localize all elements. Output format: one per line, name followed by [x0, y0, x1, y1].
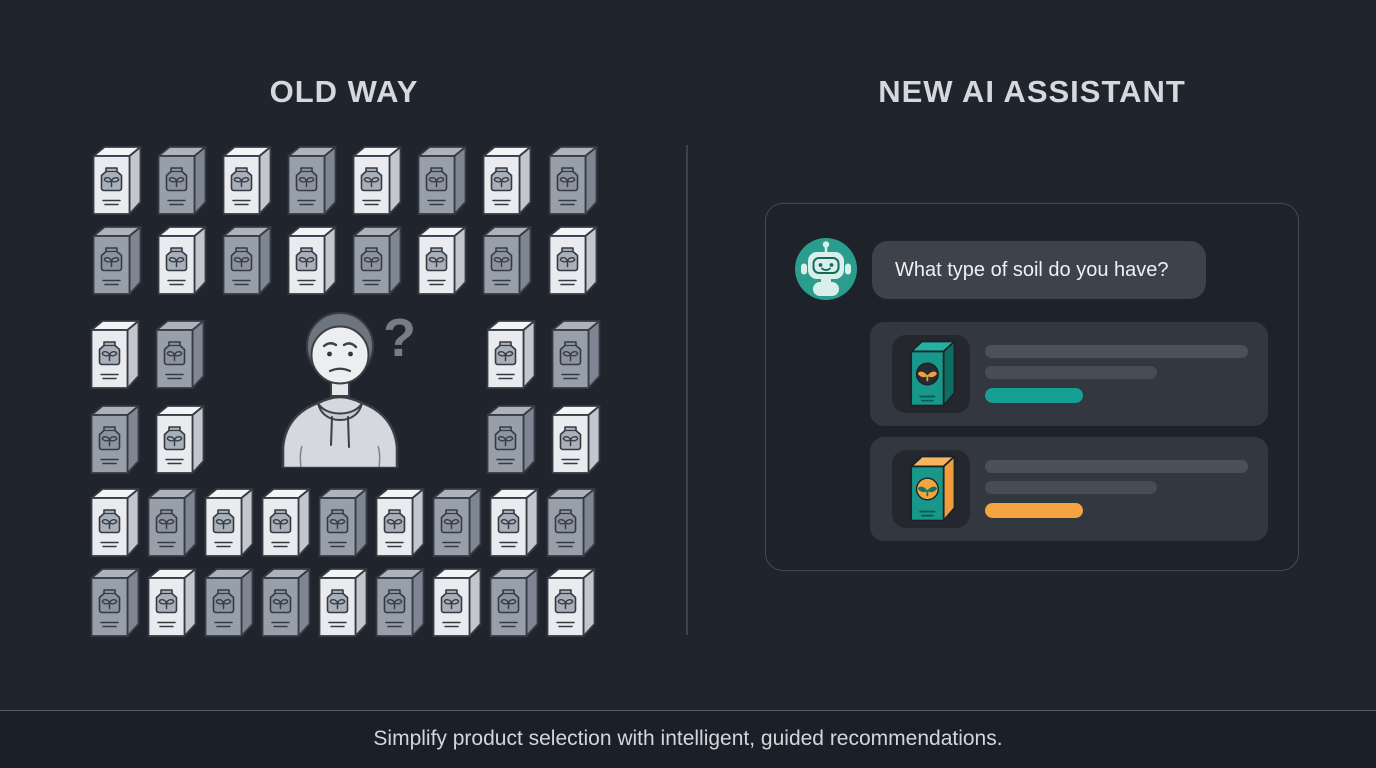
- question-mark: ?: [383, 308, 416, 368]
- vertical-divider: [686, 145, 688, 635]
- placeholder-line: [985, 366, 1157, 379]
- product-box-gray: [415, 144, 469, 218]
- placeholder-text-lines: [985, 345, 1248, 403]
- product-box-gray: [487, 566, 541, 640]
- product-box-gray: [546, 144, 600, 218]
- footer-caption: Simplify product selection with intellig…: [373, 727, 1003, 750]
- placeholder-text-lines: [985, 460, 1248, 518]
- product-box-light: [285, 224, 339, 298]
- product-box-gray: [90, 224, 144, 298]
- product-box-gray: [373, 566, 427, 640]
- product-thumbnail: [892, 450, 970, 528]
- product-box-gray: [88, 566, 142, 640]
- product-box-gray: [484, 403, 538, 477]
- face: [310, 325, 370, 385]
- placeholder-line: [985, 481, 1157, 494]
- eye: [327, 351, 332, 357]
- product-box-light: [90, 144, 144, 218]
- product-box-light: [415, 224, 469, 298]
- product-box-light: [480, 144, 534, 218]
- robot-avatar-icon: [794, 237, 858, 301]
- product-box-gray: [88, 403, 142, 477]
- product-box-gray: [153, 318, 207, 392]
- product-box-light: [430, 566, 484, 640]
- product-box-light: [145, 566, 199, 640]
- product-box-gray: [285, 144, 339, 218]
- product-box-light: [484, 318, 538, 392]
- chat-bubble: What type of soil do you have?: [872, 241, 1206, 299]
- placeholder-line: [985, 460, 1248, 473]
- recommendation-card-list: [870, 322, 1268, 552]
- product-box-gray: [145, 486, 199, 560]
- accent-pill: [985, 503, 1083, 518]
- placeholder-line: [985, 345, 1248, 358]
- new-assistant-title: NEW AI ASSISTANT: [878, 74, 1186, 109]
- product-box-light: [549, 403, 603, 477]
- product-box-light: [202, 486, 256, 560]
- ai-chat-panel: What type of soil do you have?: [765, 203, 1299, 571]
- eye: [348, 351, 353, 357]
- product-box-gray: [544, 486, 598, 560]
- product-box-gray: [549, 318, 603, 392]
- drawstring: [347, 416, 350, 448]
- product-box-gray: [155, 144, 209, 218]
- eyebrow: [342, 342, 358, 349]
- sleeve-seam: [377, 445, 381, 469]
- product-box-light: [546, 224, 600, 298]
- product-box-gray: [316, 486, 370, 560]
- product-box-light: [153, 403, 207, 477]
- drawstring: [330, 416, 333, 446]
- product-box-light: [259, 486, 313, 560]
- recommendation-card-orange[interactable]: [870, 437, 1268, 541]
- recommendation-card-teal[interactable]: [870, 322, 1268, 426]
- product-box-light: [350, 144, 404, 218]
- accent-pill: [985, 388, 1083, 403]
- worried-mouth: [328, 367, 352, 373]
- product-box-grid: [0, 0, 688, 700]
- product-box-light: [316, 566, 370, 640]
- product-box-gray: [480, 224, 534, 298]
- product-box-light: [155, 224, 209, 298]
- chat-question-text: What type of soil do you have?: [895, 258, 1169, 281]
- old-way-title: OLD WAY: [269, 74, 419, 109]
- eyebrow: [322, 342, 338, 348]
- footer-bar: Simplify product selection with intellig…: [0, 710, 1376, 768]
- product-box-gray: [202, 566, 256, 640]
- sleeve-seam: [299, 445, 303, 469]
- product-box-light: [373, 486, 427, 560]
- confused-person-illustration: ?: [255, 296, 425, 470]
- product-box-gray: [220, 224, 274, 298]
- product-box-light: [220, 144, 274, 218]
- product-box-light: [487, 486, 541, 560]
- product-box-light: [544, 566, 598, 640]
- product-thumbnail: [892, 335, 970, 413]
- product-box-gray: [350, 224, 404, 298]
- product-box-gray: [430, 486, 484, 560]
- product-box-gray: [259, 566, 313, 640]
- product-box-light: [88, 318, 142, 392]
- product-box-light: [88, 486, 142, 560]
- hood-collar: [317, 402, 363, 422]
